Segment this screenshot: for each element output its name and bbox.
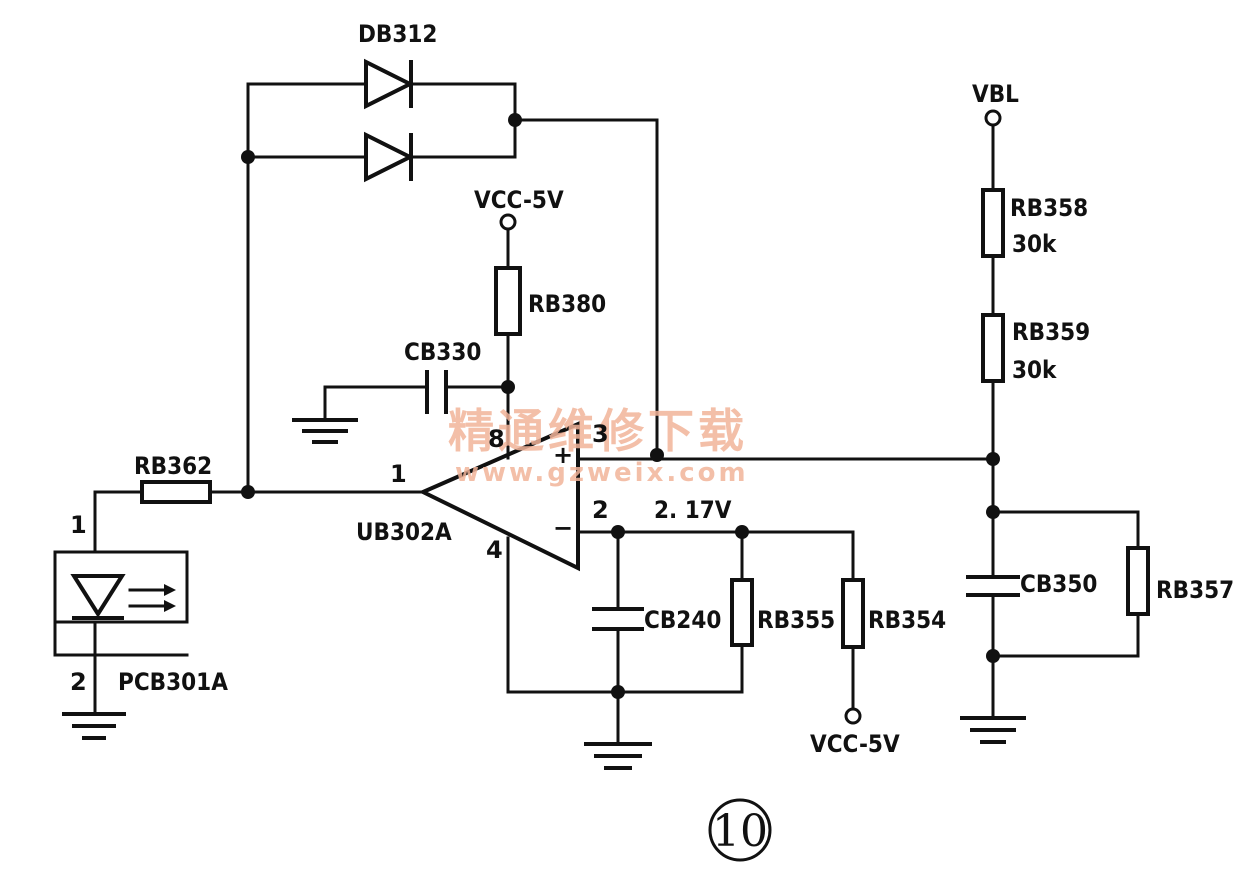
capacitor-cb240 [592, 607, 644, 631]
label-rb359: RB359 [1012, 318, 1090, 346]
label-voltage: 2. 17V [654, 496, 732, 524]
ground-symbol-opamp [584, 742, 652, 770]
resistor-rb380 [494, 266, 522, 336]
diode-db312-top [364, 58, 415, 110]
label-rb358-value: 30k [1012, 230, 1057, 258]
svg-text:10: 10 [712, 806, 768, 857]
resistor-rb354 [841, 578, 865, 649]
resistor-rb358 [981, 188, 1005, 258]
terminal-vcc-bottom [844, 707, 862, 725]
label-cb240: CB240 [644, 606, 721, 634]
diode-db312-bottom [364, 131, 415, 183]
pin-sensor-1: 1 [70, 511, 87, 539]
label-pcb301a: PCB301A [118, 668, 228, 696]
label-cb350: CB350 [1020, 570, 1097, 598]
opamp-ub302a [418, 420, 580, 572]
watermark-url: www.gzweix.com [455, 458, 749, 488]
label-ub302a: UB302A [356, 518, 452, 546]
label-cb330: CB330 [404, 338, 481, 366]
pin-opamp-plus: 3 [592, 420, 609, 448]
pin-opamp-minus: 2 [592, 496, 609, 524]
label-vcc-top: VCC-5V [474, 186, 564, 214]
ground-symbol-sensor [62, 712, 126, 740]
resistor-rb362 [140, 480, 212, 504]
label-db312: DB312 [358, 20, 437, 48]
label-rb380: RB380 [528, 290, 606, 318]
junction-dots [241, 113, 1000, 699]
terminal-vcc-top [499, 213, 517, 231]
terminal-vbl [984, 109, 1002, 127]
ground-symbol-cb330 [292, 418, 358, 444]
label-rb362: RB362 [134, 452, 212, 480]
label-rb355: RB355 [757, 606, 835, 634]
capacitor-cb350 [966, 575, 1020, 597]
photodiode-pcb301a [53, 550, 189, 657]
pin-opamp-gnd: 4 [486, 536, 503, 564]
minus-sign: − [553, 514, 573, 542]
label-vcc-bottom: VCC-5V [810, 730, 900, 758]
figure-number: 10 [708, 798, 772, 862]
label-rb354: RB354 [868, 606, 946, 634]
resistor-rb355 [730, 578, 754, 647]
pin-sensor-2: 2 [70, 668, 87, 696]
resistor-rb357 [1126, 546, 1150, 616]
label-rb359-value: 30k [1012, 356, 1057, 384]
watermark-chinese: 精通维修下载 [448, 404, 748, 458]
resistor-rb359 [981, 313, 1005, 383]
plus-sign: + [553, 441, 573, 469]
label-rb357: RB357 [1156, 576, 1234, 604]
label-vbl: VBL [972, 80, 1019, 108]
pin-opamp-vcc: 8 [488, 425, 505, 453]
ground-symbol-vbl [960, 716, 1026, 744]
pin-opamp-out: 1 [390, 460, 407, 488]
capacitor-cb330 [425, 370, 448, 414]
label-rb358: RB358 [1010, 194, 1088, 222]
